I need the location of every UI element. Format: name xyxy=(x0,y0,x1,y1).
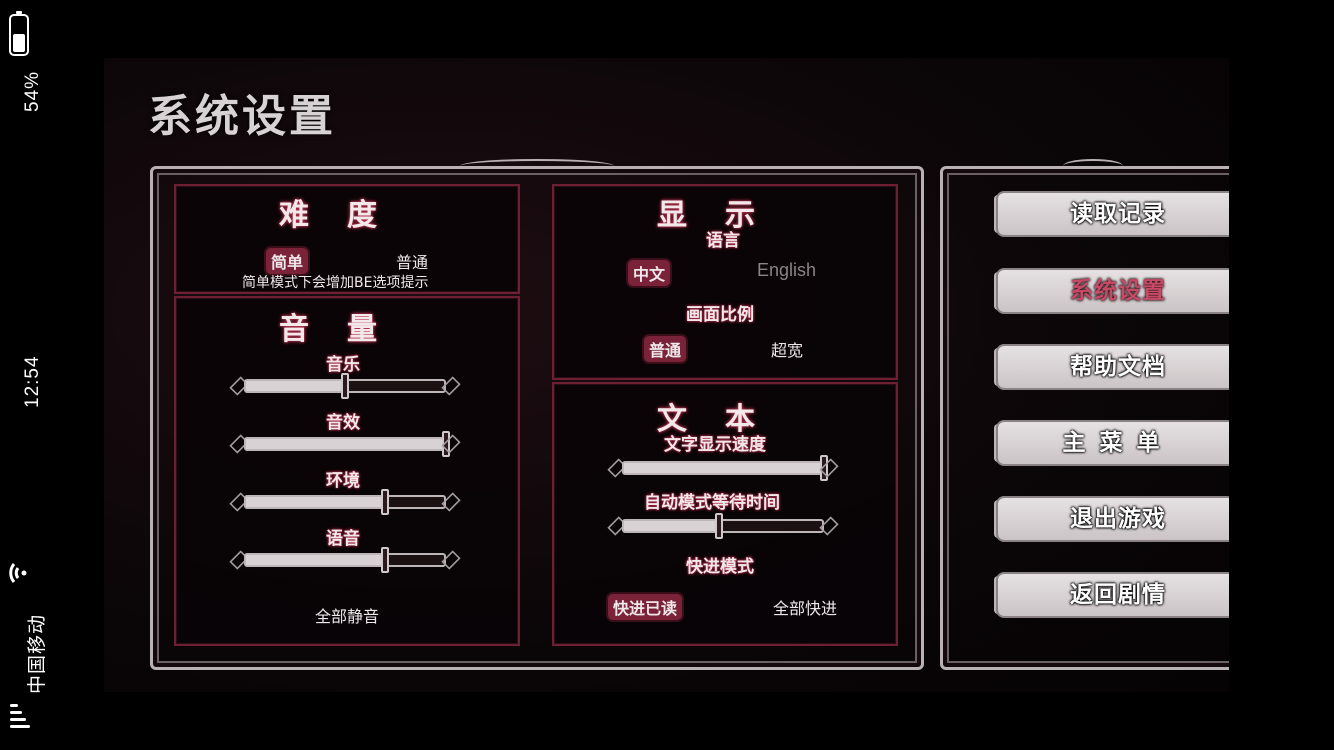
skip-all-option[interactable]: 全部快进 xyxy=(773,599,838,618)
difficulty-easy-option[interactable]: 简单 xyxy=(266,248,309,274)
ambient-slider[interactable] xyxy=(229,488,461,516)
text-speed-slider[interactable] xyxy=(607,454,839,482)
music-label: 音乐 xyxy=(326,355,360,375)
ratio-normal-option[interactable]: 普通 xyxy=(644,336,687,362)
main-menu-button[interactable]: 主菜单 xyxy=(998,422,1229,464)
difficulty-normal-option[interactable]: 普通 xyxy=(396,253,429,272)
page-title: 系统设置 xyxy=(148,91,336,142)
display-title: 显示 xyxy=(657,198,793,233)
display-panel: 显示 语言 中文 English 画面比例 普通 超宽 xyxy=(552,184,898,380)
skip-mode-label: 快进模式 xyxy=(686,557,754,577)
ratio-ultrawide-option[interactable]: 超宽 xyxy=(771,341,804,360)
system-settings-button[interactable]: 系统设置 xyxy=(998,270,1229,312)
carrier-name: 中国移动 xyxy=(27,613,48,694)
battery-icon xyxy=(9,11,29,56)
settings-frame xyxy=(150,159,924,670)
clock: 12:54 xyxy=(22,355,43,408)
volume-panel: 音量 音乐 音效 环境 语音 全部静音 xyxy=(174,296,520,646)
skip-read-option[interactable]: 快进已读 xyxy=(608,594,683,620)
language-label: 语言 xyxy=(706,231,740,251)
auto-wait-label: 自动模式等待时间 xyxy=(644,493,780,513)
music-slider[interactable] xyxy=(229,372,461,400)
wifi-icon xyxy=(9,563,27,583)
status-bar: 54% 12:54 中国移动 xyxy=(0,0,48,750)
language-english-option[interactable]: English xyxy=(757,260,817,280)
voice-label: 语音 xyxy=(326,529,360,549)
load-record-button[interactable]: 读取记录 xyxy=(998,193,1229,235)
aspect-ratio-label: 画面比例 xyxy=(686,305,754,325)
auto-wait-slider[interactable] xyxy=(607,512,839,540)
mute-all-button[interactable]: 全部静音 xyxy=(315,607,380,626)
ambient-label: 环境 xyxy=(326,471,360,491)
language-chinese-option[interactable]: 中文 xyxy=(628,260,671,286)
sfx-label: 音效 xyxy=(326,413,360,433)
menu-frame xyxy=(940,159,1229,670)
help-docs-button[interactable]: 帮助文档 xyxy=(998,346,1229,388)
return-story-button[interactable]: 返回剧情 xyxy=(998,574,1229,616)
exit-game-button[interactable]: 退出游戏 xyxy=(998,498,1229,540)
volume-title: 音量 xyxy=(279,312,415,347)
difficulty-panel: 难度 简单 普通 简单模式下会增加BE选项提示 xyxy=(174,184,520,294)
difficulty-title: 难度 xyxy=(279,198,415,233)
text-title: 文本 xyxy=(657,402,793,437)
voice-slider[interactable] xyxy=(229,546,461,574)
text-speed-label: 文字显示速度 xyxy=(664,435,766,455)
game-screen: 系统设置 难度 简单 普通 简单模式下会增加BE选项提示 音量 音乐 音效 环境… xyxy=(104,58,1229,692)
signal-icon xyxy=(10,704,30,736)
battery-percent: 54% xyxy=(22,70,43,112)
difficulty-note: 简单模式下会增加BE选项提示 xyxy=(242,275,429,291)
sfx-slider[interactable] xyxy=(229,430,461,458)
text-panel: 文本 文字显示速度 自动模式等待时间 快进模式 快进已读 全部快进 xyxy=(552,382,898,646)
